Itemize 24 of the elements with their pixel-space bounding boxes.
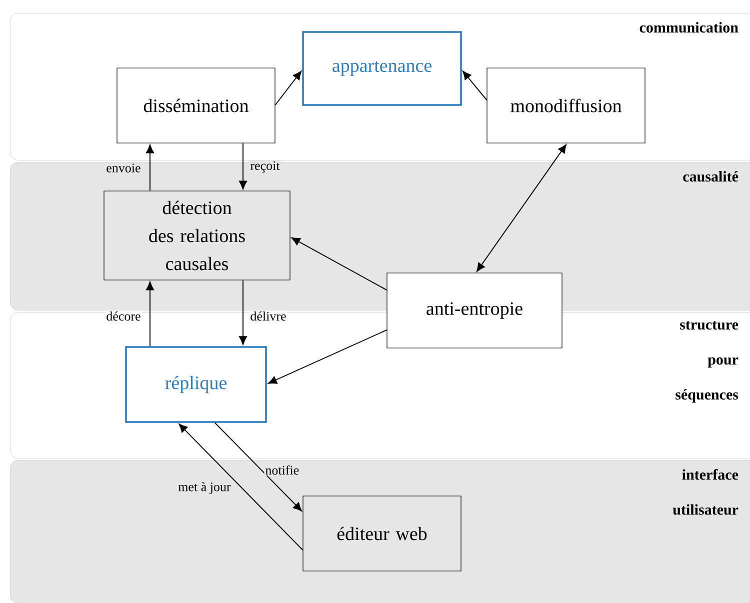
- edge-label: décore: [106, 311, 140, 321]
- edge-label: notifie: [266, 465, 299, 475]
- arrow: [238, 280, 248, 345]
- process-box: appartenance: [302, 31, 462, 106]
- arrow: [291, 237, 388, 290]
- arrow: [268, 330, 388, 384]
- edge-label: reçoit: [250, 161, 280, 173]
- edge-label: délivre: [250, 311, 286, 321]
- arrow: [476, 144, 566, 272]
- process-box: réplique: [125, 346, 267, 423]
- arrow: [238, 142, 248, 190]
- process-box: monodiffusion: [486, 68, 646, 144]
- process-box: détection des relations causales: [104, 190, 290, 280]
- arrow: [146, 282, 154, 347]
- arrow: [462, 70, 488, 100]
- arrow: [274, 70, 302, 106]
- process-box: anti-entropie: [386, 272, 562, 348]
- edge-label: envoie: [106, 164, 140, 172]
- arrow: [146, 144, 154, 192]
- process-box: dissémination: [116, 68, 276, 144]
- arrow: [214, 422, 302, 512]
- process-box: éditeur web: [302, 496, 462, 572]
- arrow: [178, 424, 304, 550]
- edge-label: met à jour: [178, 482, 231, 494]
